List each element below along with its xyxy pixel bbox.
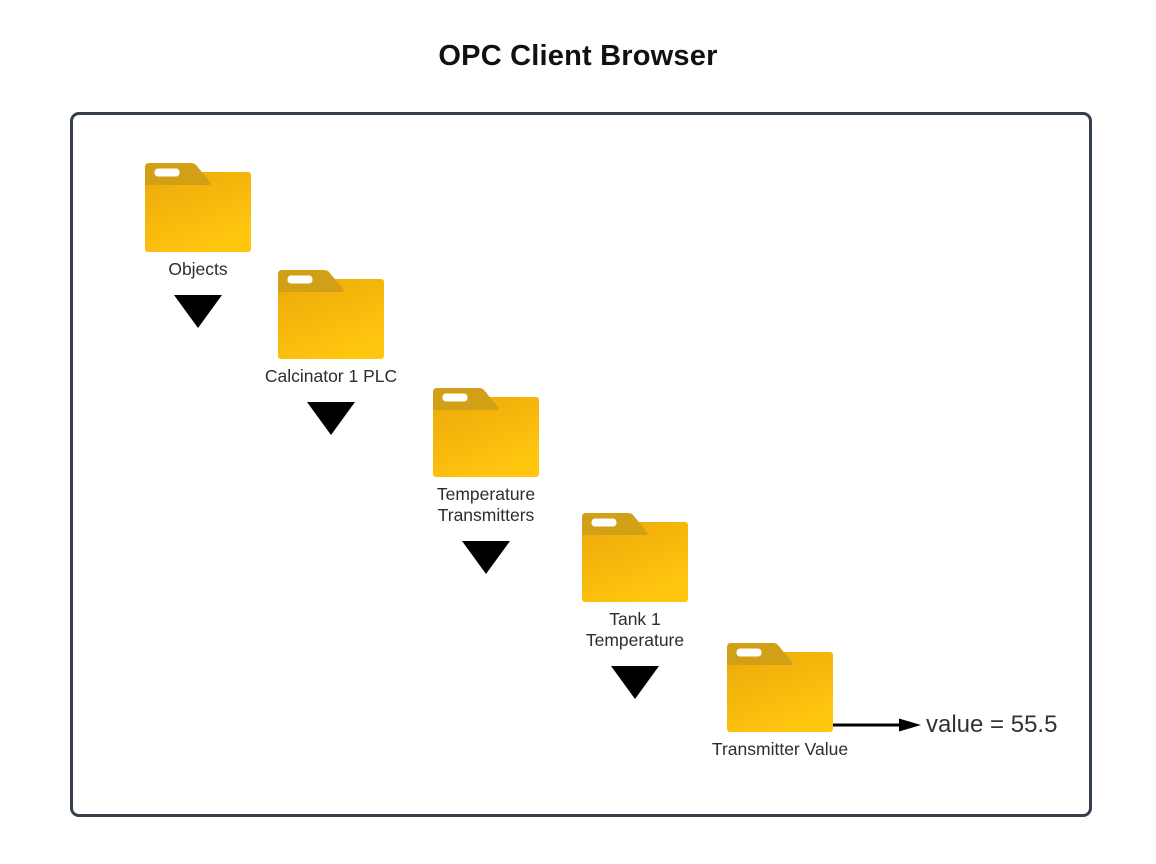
- node-label-line: Calcinator 1 PLC: [264, 366, 398, 386]
- tree-node-temperature-transmitters: Temperature Transmitters: [396, 388, 576, 574]
- node-label-line: Temperature: [436, 484, 536, 504]
- value-readout: value = 55.5: [926, 711, 1058, 738]
- folder-icon[interactable]: [145, 163, 251, 252]
- node-label-line: Temperature: [585, 630, 685, 650]
- folder-icon[interactable]: [582, 513, 688, 602]
- node-label-line: Transmitters: [437, 505, 535, 525]
- expand-triangle-icon[interactable]: [462, 541, 510, 574]
- node-label: Temperature Transmitters: [396, 484, 576, 526]
- node-label: Tank 1 Temperature: [545, 609, 725, 651]
- tree-node-objects: Objects: [108, 163, 288, 328]
- node-label: Calcinator 1 PLC: [241, 366, 421, 387]
- tree-node-tank-1-temperature: Tank 1 Temperature: [545, 513, 725, 699]
- node-label: Transmitter Value: [690, 739, 870, 760]
- folder-icon[interactable]: [727, 643, 833, 732]
- tree-node-calcinator-1-plc: Calcinator 1 PLC: [241, 270, 421, 435]
- right-arrow-icon: [833, 718, 921, 732]
- expand-triangle-icon[interactable]: [611, 666, 659, 699]
- folder-icon[interactable]: [278, 270, 384, 359]
- expand-triangle-icon[interactable]: [174, 295, 222, 328]
- node-label-line: Objects: [168, 259, 228, 279]
- tree-node-transmitter-value: Transmitter Value: [690, 643, 870, 760]
- node-label-line: Tank 1: [609, 609, 661, 629]
- expand-triangle-icon[interactable]: [307, 402, 355, 435]
- node-label: Objects: [108, 259, 288, 280]
- diagram-title: OPC Client Browser: [438, 40, 718, 72]
- node-label-line: Transmitter Value: [711, 739, 849, 759]
- folder-icon[interactable]: [433, 388, 539, 477]
